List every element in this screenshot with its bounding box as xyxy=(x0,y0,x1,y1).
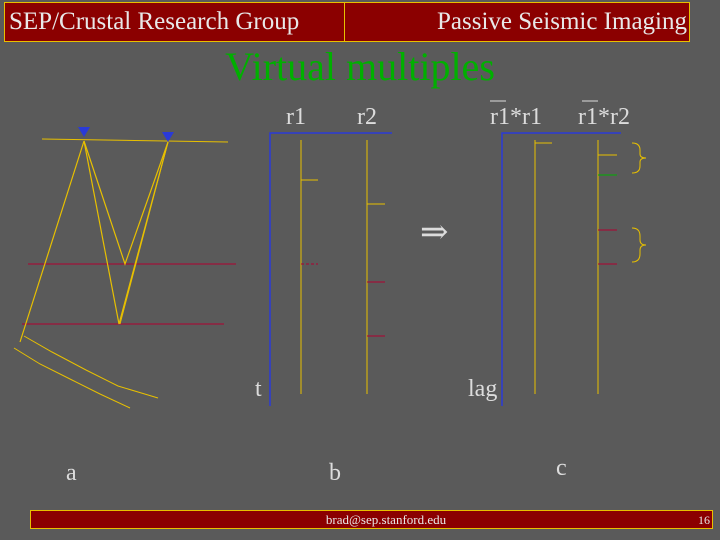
panel-label-b: b xyxy=(329,460,341,486)
label-r1r2: r1*r2 xyxy=(578,104,630,130)
panel-b-traces xyxy=(269,132,392,406)
arrow-icon: ⇒ xyxy=(420,214,449,251)
panel-b-axes xyxy=(269,132,392,406)
ray-path-r1 xyxy=(83,140,169,266)
header-left-title: SEP/Crustal Research Group xyxy=(4,2,350,42)
brace-bottom xyxy=(631,227,647,263)
header-right-title: Passive Seismic Imaging xyxy=(344,2,690,42)
axis-label-time: t xyxy=(255,376,262,402)
slide-title: Virtual multiples xyxy=(225,44,495,89)
panel-label-a: a xyxy=(66,460,77,486)
footer-email: brad@sep.stanford.edu xyxy=(325,512,447,527)
panel-c-correlations xyxy=(490,100,647,406)
brace-top xyxy=(631,142,647,174)
return-ray xyxy=(119,141,169,325)
label-r1: r1 xyxy=(286,104,306,130)
surface-line xyxy=(41,138,229,143)
incident-wavefront-1 xyxy=(13,347,131,409)
panel-label-c: c xyxy=(556,455,567,481)
page-number: 16 xyxy=(698,513,710,527)
panel-c-axes xyxy=(501,132,621,406)
receiver-triangle-1 xyxy=(78,127,90,137)
footer-bar: brad@sep.stanford.edu 16 xyxy=(30,510,713,529)
incoming-ray xyxy=(19,140,85,343)
panel-a-geometry xyxy=(13,127,236,409)
ray-path-r2 xyxy=(83,140,169,325)
axis-label-lag: lag xyxy=(468,376,498,402)
label-r2: r2 xyxy=(357,104,377,130)
incident-wavefront-2 xyxy=(23,335,159,399)
receiver-triangle-2 xyxy=(162,132,174,142)
label-r1r1: r1*r1 xyxy=(490,104,542,130)
